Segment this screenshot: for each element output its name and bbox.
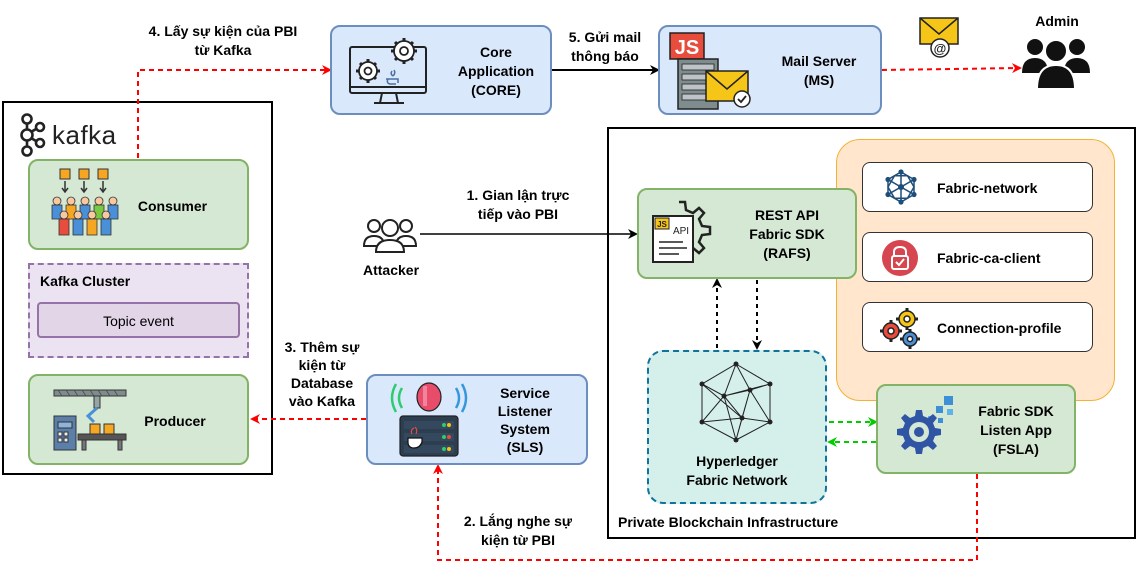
connection-profile-label: Connection-profile [937,320,1062,336]
factory-robot-icon [53,389,127,451]
fsla-label-1: Fabric SDK [978,403,1054,419]
network-hexagon-icon [885,169,917,205]
rest-api-label-1: REST API [754,207,820,223]
topic-event-box[interactable]: Topic event [37,302,240,338]
edge-mail-admin [881,63,1022,74]
step1-label-1: 1. Gian lận trực [466,187,570,203]
step5-label-1: 5. Gửi mail [558,28,652,46]
step2-label-2: kiện từ PBI [481,532,555,548]
mail-server-label-1: Mail Server [781,53,857,69]
rest-api-label-3: (RAFS) [763,245,811,261]
attacker-group-icon [362,219,418,253]
gears-icon [880,308,920,349]
sls-node[interactable]: Service Listener System (SLS) [366,374,588,465]
fabric-network-label: Fabric-network [937,180,1038,196]
producer-label: Producer [144,413,206,429]
kafka-cluster-label: Kafka Cluster [40,273,131,289]
edge-step2 [433,464,978,561]
consumer-label: Consumer [137,198,208,214]
hyperledger-container [647,350,827,504]
mail-server-label-2: (MS) [803,72,835,88]
rest-api-node[interactable]: JS API REST API Fabric SDK (RAFS) [637,188,857,279]
attacker-label: Attacker [362,262,420,278]
svg-text:JS: JS [657,220,667,229]
kafka-logo-text: kafka [52,120,117,150]
producer-node[interactable]: Producer [28,374,249,465]
fabric-sdk-gear-icon [897,396,953,454]
kafka-logo: kafka [14,112,124,160]
sls-label-2: Listener [497,403,553,419]
core-label-1: Core [480,44,512,60]
core-label-3: (CORE) [471,82,521,98]
step4-label-1: 4. Lấy sự kiện của PBI [118,22,328,40]
hyperledger-network-icon [699,361,773,443]
core-label-2: Application [457,63,535,79]
admin-group-icon [1022,39,1090,90]
api-gear-icon: JS API [652,200,712,263]
svg-text:JS: JS [675,37,699,59]
fsla-label-2: Listen App [980,422,1052,438]
edge-step4 [137,65,332,158]
svg-text:@: @ [934,41,947,56]
step3-label-3: Database [280,374,364,392]
email-at-icon: @ [919,17,959,58]
svg-text:API: API [673,226,689,237]
core-application-node[interactable]: Core Application (CORE) [330,25,552,115]
fabric-network-card[interactable]: Fabric-network [862,162,1093,212]
step2-label-1: 2. Lắng nghe sự [463,513,573,529]
private-infra-label: Private Blockchain Infrastructure [618,514,839,530]
consumer-node[interactable]: Consumer [28,159,249,250]
computer-gears-icon [349,38,427,104]
fabric-ca-client-card[interactable]: Fabric-ca-client [862,232,1093,282]
hyperledger-label-2: Fabric Network [686,472,788,488]
step5-label-2: thông báo [558,47,652,65]
fsla-node[interactable]: Fabric SDK Listen App (FSLA) [876,384,1076,474]
connection-profile-card[interactable]: Connection-profile [862,302,1093,352]
mail-server-icon: JS [669,32,751,110]
fabric-ca-client-label: Fabric-ca-client [937,250,1041,266]
step3-label-2: kiện từ [280,356,364,374]
rest-api-label-2: Fabric SDK [749,226,825,242]
admin-label: Admin [1035,13,1079,29]
kafka-icon [20,113,46,157]
hyperledger-label-1: Hyperledger [696,453,778,469]
fsla-label-3: (FSLA) [993,441,1039,457]
mail-server-node[interactable]: JS Mail Server (MS) [658,25,882,115]
step3-label-1: 3. Thêm sự [280,338,364,356]
lock-icon [882,240,918,276]
step3-label-4: vào Kafka [280,392,364,410]
sls-label-3: System [500,421,550,437]
step1-label-2: tiếp vào PBI [477,206,559,222]
sls-label-4: (SLS) [506,439,544,455]
sls-label-1: Service [500,385,550,401]
service-listener-icon [390,382,468,457]
topic-event-label: Topic event [103,313,174,329]
step4-label-2: từ Kafka [194,42,252,58]
consumer-people-icon [51,168,119,236]
